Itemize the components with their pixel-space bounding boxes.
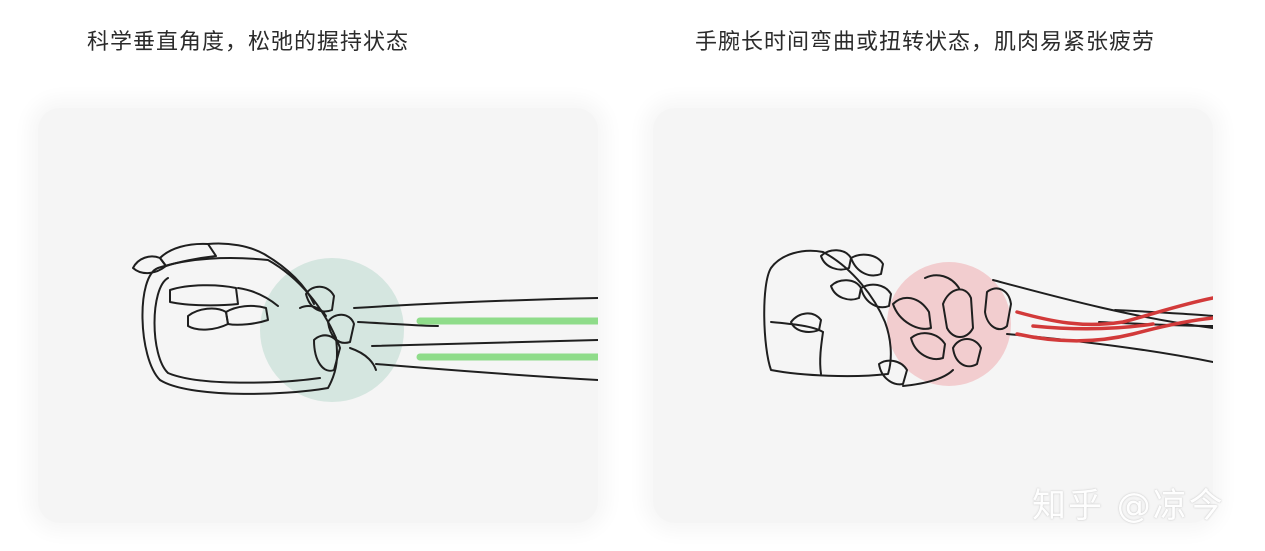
panel-standard-mouse [653,108,1213,523]
vertical-mouse-illustration [132,242,598,402]
forearm-outline [353,297,598,309]
caption-relaxed-grip: 科学垂直角度，松弛的握持状态 [87,30,410,55]
vertical-mouse-body [141,257,338,395]
standard-mouse-illustration [763,249,1213,387]
forearm-outline [992,279,1213,329]
caption-bent-wrist: 手腕长时间弯曲或扭转状态，肌肉易紧张疲劳 [695,30,1156,55]
strained-muscle-lines [1015,296,1213,343]
relaxed-muscle-lines [416,317,598,361]
standard-mouse-body [763,249,892,378]
panel-vertical-mouse [38,108,598,523]
zhihu-watermark: 知乎 @凉今 [1032,486,1225,526]
